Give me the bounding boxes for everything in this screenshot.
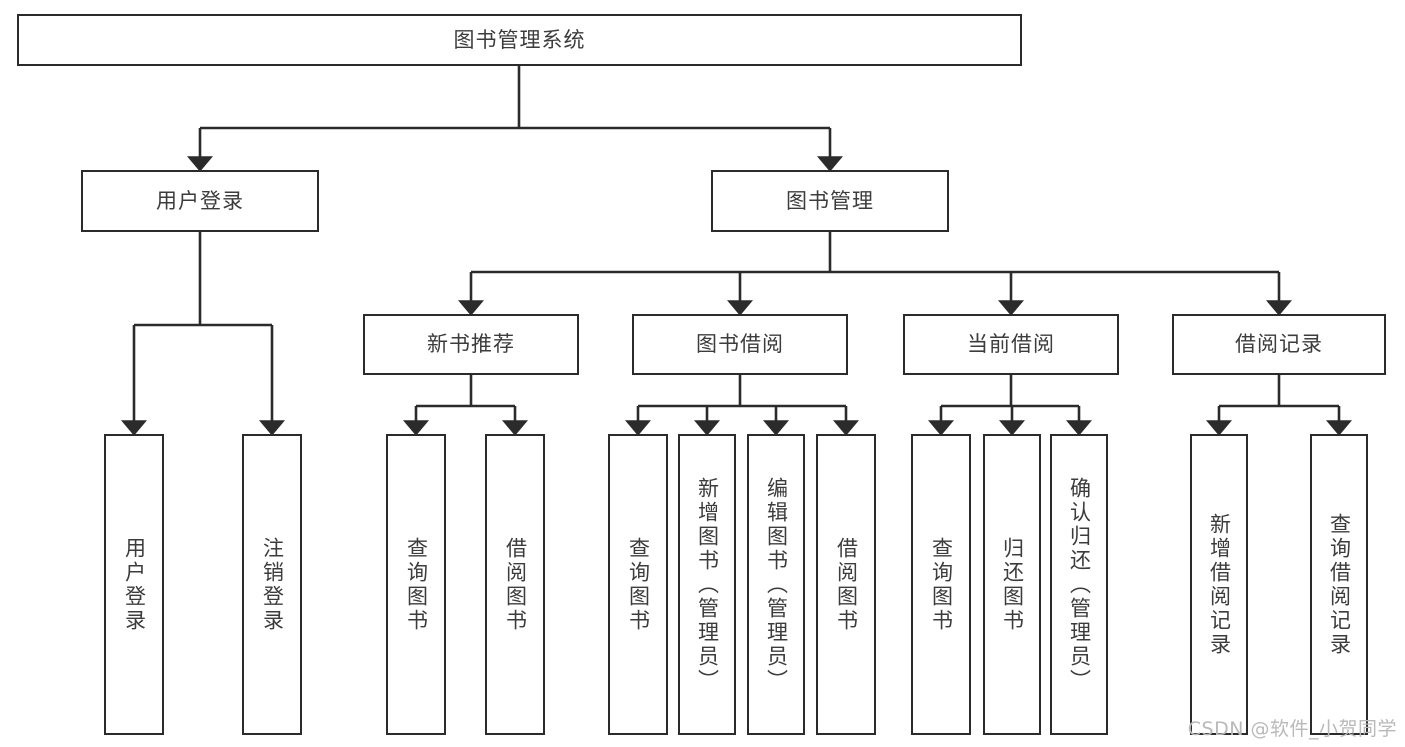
node-book-management-label: 图书管理	[786, 188, 874, 213]
leaf-query-borrow-record[interactable]: 查询借阅记录	[1310, 434, 1368, 735]
leaf-add-borrow-record-label: 新增借阅记录	[1207, 512, 1232, 657]
leaf-query-book-current-label: 查询图书	[929, 536, 954, 633]
leaf-query-borrow-record-label: 查询借阅记录	[1327, 512, 1352, 657]
leaf-query-book-borrow-label: 查询图书	[626, 536, 651, 633]
node-borrow-records[interactable]: 借阅记录	[1172, 314, 1386, 375]
leaf-add-borrow-record[interactable]: 新增借阅记录	[1190, 434, 1248, 735]
node-current-borrow-label: 当前借阅	[967, 332, 1055, 357]
leaf-query-book-borrow[interactable]: 查询图书	[608, 434, 668, 735]
node-new-book-recommend[interactable]: 新书推荐	[363, 314, 579, 375]
leaf-query-book-current[interactable]: 查询图书	[911, 434, 971, 735]
leaf-user-login[interactable]: 用户登录	[104, 434, 164, 735]
node-book-management[interactable]: 图书管理	[711, 170, 949, 232]
leaf-return-book-label: 归还图书	[1000, 536, 1025, 633]
leaf-edit-book-admin-label: 编辑图书（管理员）	[764, 476, 789, 693]
leaf-borrow-book-label: 借阅图书	[834, 536, 859, 633]
leaf-confirm-return-admin-label: 确认归还（管理员）	[1067, 476, 1092, 693]
leaf-add-book-admin[interactable]: 新增图书（管理员）	[678, 434, 736, 735]
leaf-user-login-label: 用户登录	[122, 536, 147, 633]
leaf-add-book-admin-label: 新增图书（管理员）	[695, 476, 720, 693]
node-root[interactable]: 图书管理系统	[17, 14, 1022, 66]
leaf-logout-label: 注销登录	[260, 536, 285, 633]
node-user-login-label: 用户登录	[156, 188, 244, 213]
leaf-confirm-return-admin[interactable]: 确认归还（管理员）	[1050, 434, 1108, 735]
leaf-borrow-book-recommend-label: 借阅图书	[503, 536, 528, 633]
leaf-return-book[interactable]: 归还图书	[983, 434, 1041, 735]
node-user-login[interactable]: 用户登录	[81, 170, 319, 232]
leaf-logout[interactable]: 注销登录	[242, 434, 302, 735]
leaf-borrow-book-recommend[interactable]: 借阅图书	[485, 434, 545, 735]
leaf-query-book-recommend[interactable]: 查询图书	[386, 434, 446, 735]
node-new-book-recommend-label: 新书推荐	[427, 332, 515, 357]
leaf-borrow-book[interactable]: 借阅图书	[816, 434, 876, 735]
node-book-borrow[interactable]: 图书借阅	[632, 314, 848, 375]
leaf-query-book-recommend-label: 查询图书	[404, 536, 429, 633]
node-current-borrow[interactable]: 当前借阅	[903, 314, 1119, 375]
node-root-label: 图书管理系统	[453, 27, 586, 52]
node-book-borrow-label: 图书借阅	[696, 332, 784, 357]
leaf-edit-book-admin[interactable]: 编辑图书（管理员）	[747, 434, 805, 735]
node-borrow-records-label: 借阅记录	[1235, 332, 1323, 357]
